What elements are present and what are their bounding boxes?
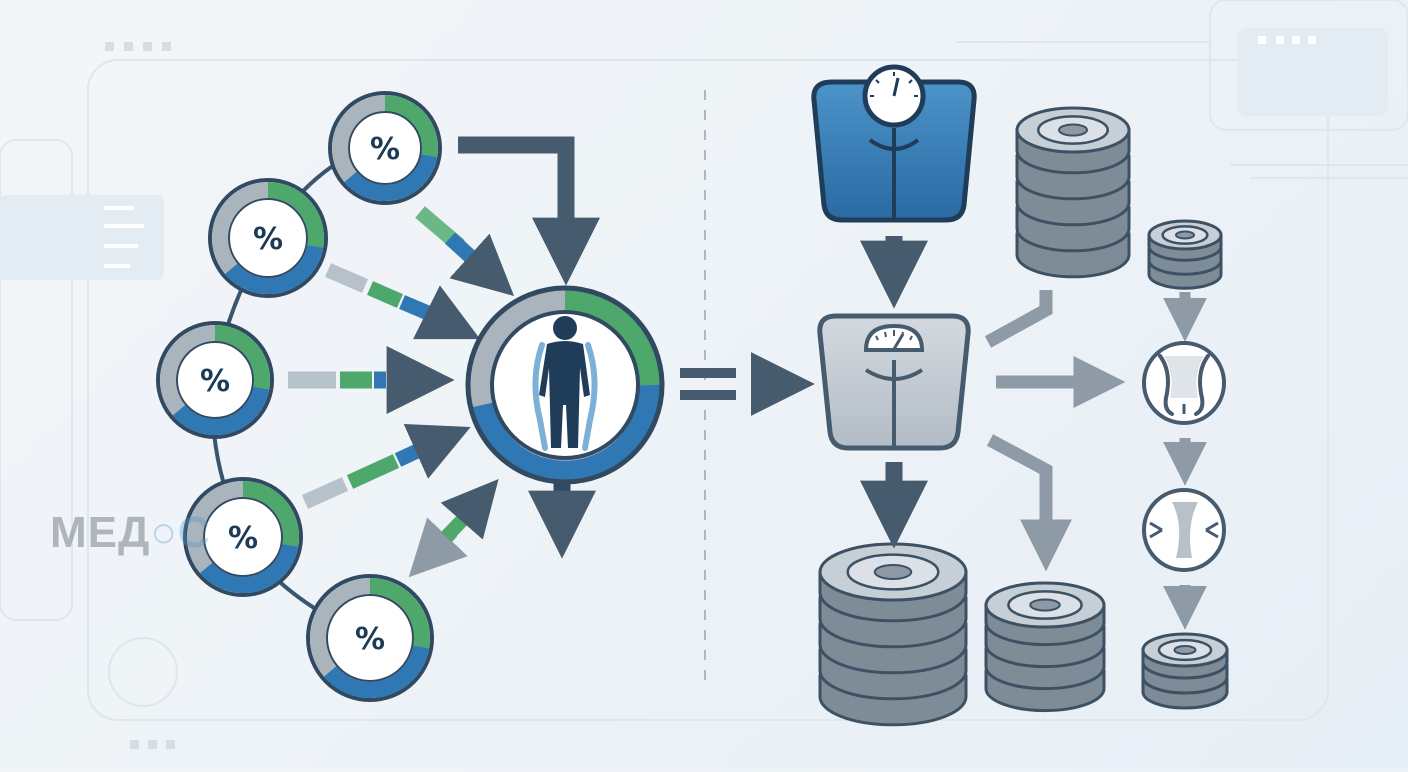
scale-outcome-arrows <box>860 290 1207 630</box>
equals-sign <box>680 368 736 400</box>
body-composition-node <box>465 285 665 485</box>
weight-plate-stack-icon <box>1015 106 1131 279</box>
weighing-scale-icon <box>817 313 971 451</box>
background-panels <box>0 28 1388 749</box>
watermark-text: МЕД <box>50 508 151 557</box>
percent-nodes: %%%%% <box>156 91 442 702</box>
weight-plate-stack-icon <box>1141 632 1229 710</box>
watermark-logo-mark: ○С <box>150 508 211 557</box>
weight-plate-stack-icon <box>1147 219 1223 290</box>
percent-node: % <box>156 321 274 439</box>
percent-node: % <box>306 574 434 702</box>
waist-icon <box>1142 488 1226 572</box>
waist-icon <box>1142 341 1226 425</box>
human-body-icon <box>532 316 598 451</box>
weight-plate-stacks <box>818 106 1229 727</box>
weight-plate-stack-icon <box>984 581 1106 713</box>
percent-node: % <box>328 91 442 205</box>
weight-plate-stack-icon <box>818 542 968 727</box>
percent-node: % <box>183 477 303 597</box>
watermark-logo: МЕД○С <box>50 508 211 558</box>
percent-icon: % <box>253 222 283 257</box>
weighing-scale-icon <box>811 64 977 223</box>
percent-node: % <box>208 178 328 298</box>
background-decor <box>0 0 1408 721</box>
percent-icon: % <box>200 364 230 399</box>
percent-to-body-arrows <box>288 136 600 578</box>
percent-icon: % <box>228 521 258 556</box>
percent-icon: % <box>370 132 400 167</box>
percent-icon: % <box>355 622 385 657</box>
